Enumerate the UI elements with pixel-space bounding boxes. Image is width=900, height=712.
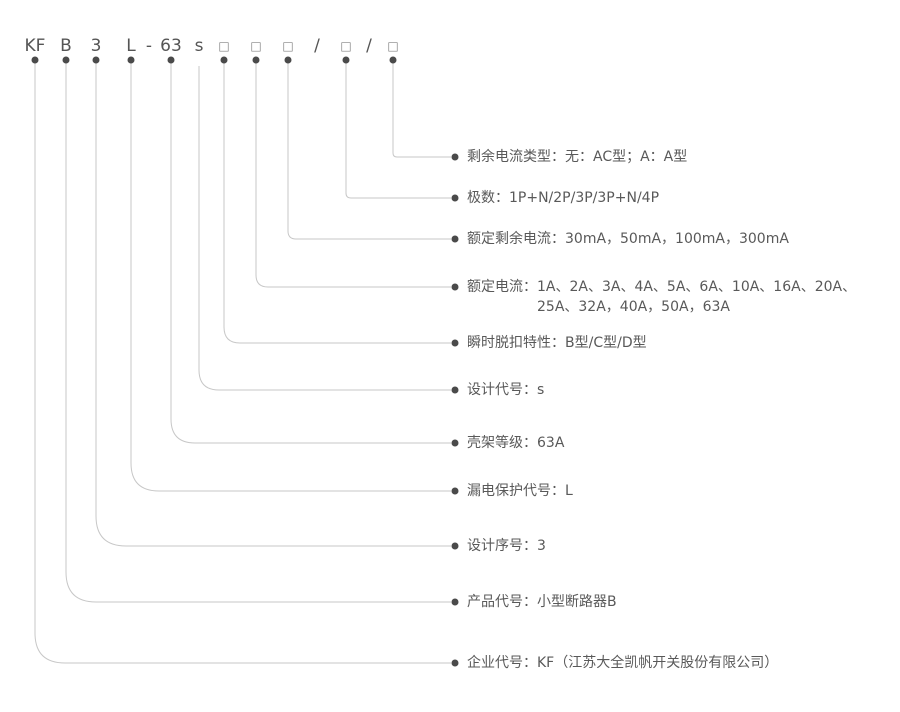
label-bullet — [451, 235, 459, 243]
label-rated-current-line1: 额定电流：1A、2A、3A、4A、5A、6A、10A、16A、20A、 — [467, 279, 857, 295]
label-pole-number: 极数：1P+N/2P/3P/3P+N/4P — [467, 190, 660, 206]
label-enterprise-code: 企业代号：KF（江苏大全凯帆开关股份有限公司） — [467, 655, 779, 671]
connector-rated-residual-current — [287, 63, 451, 240]
label-bullet — [451, 283, 459, 291]
label-leakage-protection-code: 漏电保护代号：L — [467, 483, 573, 499]
connector-design-code — [198, 66, 451, 391]
label-bullet — [451, 194, 459, 202]
placeholder-box-poles: □ — [340, 39, 352, 53]
label-bullets — [451, 153, 459, 667]
label-bullet — [451, 339, 459, 347]
model-segment-slash: / — [314, 36, 320, 56]
connector-enterprise-code — [34, 63, 451, 664]
placeholder-box-residual-type: □ — [387, 39, 399, 53]
connector-pole-number — [345, 63, 451, 199]
label-bullet — [451, 598, 459, 606]
model-segment-product: B — [60, 36, 72, 56]
connector-paths — [34, 63, 451, 664]
connector-frame-level — [170, 63, 451, 444]
label-design-serial: 设计序号：3 — [467, 538, 546, 554]
label-bullet — [451, 487, 459, 495]
header-dots — [31, 56, 397, 64]
model-segment-frame: 63 — [160, 36, 182, 56]
label-rated-residual-current: 额定剩余电流：30mA，50mA，100mA，300mA — [467, 231, 789, 247]
header-dot — [62, 56, 70, 64]
label-bullet — [451, 542, 459, 550]
label-bullet — [451, 439, 459, 447]
model-segment-dash: - — [145, 36, 153, 56]
placeholder-box-residual-current: □ — [282, 39, 294, 53]
header-dot — [389, 56, 397, 64]
label-product-code: 产品代号：小型断路器B — [467, 594, 617, 610]
model-segment-design-serial: 3 — [90, 36, 102, 56]
label-frame-level: 壳架等级：63A — [467, 435, 565, 451]
model-segment-enterprise: KF — [24, 36, 46, 56]
connector-design-serial — [95, 63, 451, 547]
placeholder-box-tripping: □ — [218, 39, 230, 53]
model-segment-design-code: s — [194, 36, 204, 56]
header-dot — [92, 56, 100, 64]
connector-product-code — [65, 63, 451, 603]
header-dot — [31, 56, 39, 64]
header-dot — [284, 56, 292, 64]
label-design-code: 设计代号：s — [467, 382, 545, 398]
model-segment-leakage: L — [126, 36, 136, 56]
label-residual-current-type: 剩余电流类型：无：AC型；A：A型 — [467, 149, 688, 165]
label-rated-current: 额定电流：1A、2A、3A、4A、5A、6A、10A、16A、20A、 25A、… — [467, 277, 856, 318]
connector-residual-current-type — [392, 63, 451, 158]
header-dot — [127, 56, 135, 64]
connector-instantaneous-tripping — [223, 63, 451, 344]
header-dot — [167, 56, 175, 64]
header-dot — [342, 56, 350, 64]
connector-leakage-protection-code — [130, 63, 451, 492]
label-rated-current-line2: 25A、32A，40A，50A，63A — [537, 299, 730, 315]
connector-rated-current — [255, 63, 451, 288]
label-bullet — [451, 659, 459, 667]
label-bullet — [451, 386, 459, 394]
label-instantaneous-tripping: 瞬时脱扣特性：B型/C型/D型 — [467, 335, 647, 351]
header-dot — [220, 56, 228, 64]
label-bullet — [451, 153, 459, 161]
placeholder-box-rated-current: □ — [250, 39, 262, 53]
header-dot — [252, 56, 260, 64]
model-segment-slash: / — [366, 36, 372, 56]
